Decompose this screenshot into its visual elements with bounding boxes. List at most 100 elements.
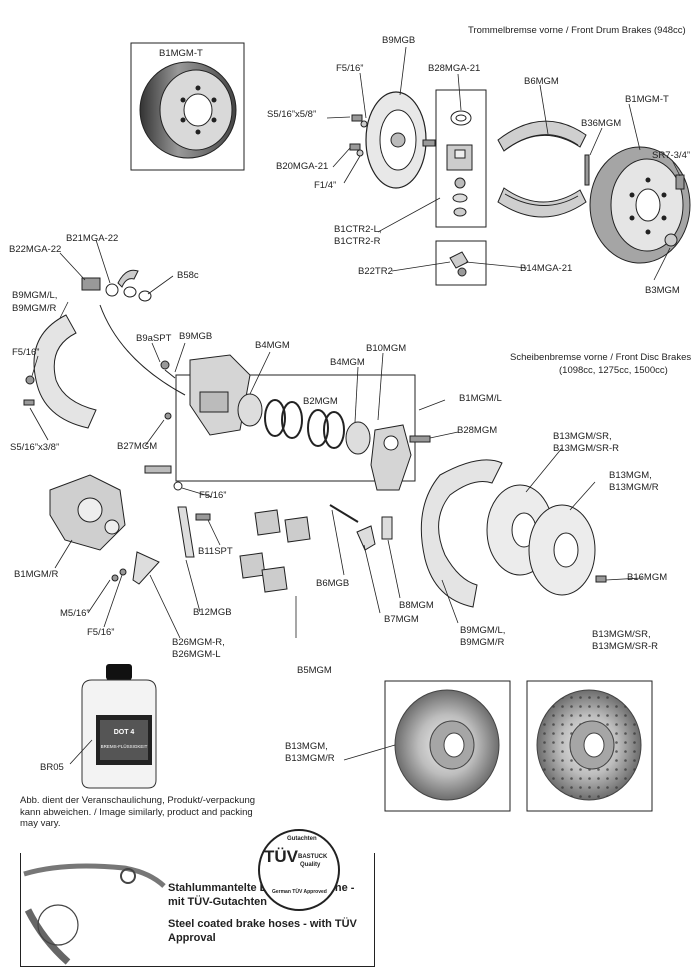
- part-label: B58c: [177, 270, 199, 281]
- tuv-arc-bottom: German TÜV Approved: [272, 889, 327, 895]
- part-label: B10MGM: [366, 343, 407, 354]
- drilled-disc-frame: [526, 680, 653, 812]
- dust-shield-icon: [23, 314, 97, 429]
- piston-seal-icon: [237, 393, 371, 455]
- splash-plate-icon: [111, 506, 211, 585]
- part-label: B8MGM: [399, 600, 434, 611]
- brake-fluid-bottle-icon: DOT 4 BREMS-FLÜSSIGKEIT: [81, 664, 157, 789]
- part-label: B28MGA-21: [428, 63, 481, 74]
- part-label: B14MGA-21: [520, 263, 573, 274]
- brake-hose-fitting-icon: [81, 269, 152, 302]
- part-label: B9MGM/L,: [460, 625, 506, 636]
- part-label: B20MGA-21: [276, 161, 329, 172]
- brake-shoe-icon: [497, 120, 587, 218]
- part-label: B22MGA-22: [9, 244, 62, 255]
- b1mgmt-frame: [130, 42, 245, 171]
- part-label: B12MGB: [193, 607, 232, 618]
- part-label: B9aSPT: [136, 333, 172, 344]
- part-label: B2MGM: [303, 396, 338, 407]
- brake-drum-icon-right: [589, 146, 691, 264]
- bracket-line: [99, 304, 186, 396]
- part-label: B13MGM/SR-R: [553, 443, 619, 454]
- part-label: B4MGM: [255, 340, 290, 351]
- part-label: S5/16”x3/8”: [10, 442, 60, 453]
- b22tr2-clip-icon: [449, 251, 469, 277]
- part-label: B1MGM/R: [14, 569, 59, 580]
- part-label: B3MGM: [645, 285, 680, 296]
- backing-plate-icon: [365, 91, 427, 189]
- hose-title-en-2: Approval: [168, 932, 216, 944]
- disc-brake-header: Scheibenbremse vorne / Front Disc Brakes: [510, 352, 692, 363]
- part-label: B13MGM/SR,: [592, 629, 651, 640]
- part-label: F5/16”: [87, 627, 115, 638]
- disc-brake-subheader: (1098cc, 1275cc, 1500cc): [559, 365, 668, 376]
- part-label: S5/16”x5/8”: [267, 109, 317, 120]
- plain-disc-icon: [394, 689, 500, 801]
- tuv-seal-icon: Gutachten TÜV BASTUCK Quality German TÜV…: [258, 829, 340, 911]
- part-label: B7MGM: [384, 614, 419, 625]
- drum-brake-header: Trommelbremse vorne / Front Drum Brakes …: [468, 25, 686, 36]
- part-label: B9MGB: [179, 331, 213, 342]
- part-label: B13MGM,: [285, 741, 328, 752]
- brake-caliper-icon: [160, 354, 251, 436]
- brake-hose-panel: [20, 853, 375, 967]
- drilled-disc-icon: [536, 689, 642, 801]
- cylinder-kit-frame: [435, 89, 487, 228]
- part-label: B4MGM: [330, 357, 365, 368]
- part-label: B36MGM: [581, 118, 622, 129]
- part-label: B13MGM/SR,: [553, 431, 612, 442]
- bottle-brand-label: BREMS-FLÜSSIGKEIT: [101, 743, 148, 749]
- bottle-dot-label: DOT 4: [114, 729, 135, 736]
- disc-shield-icon: [420, 459, 503, 608]
- part-label: B9MGM/R: [12, 303, 57, 314]
- part-label: B9MGM/L,: [12, 290, 58, 301]
- wheel-stud-icon: [584, 154, 685, 247]
- part-label: B9MGM/R: [460, 637, 505, 648]
- part-label: B6MGM: [524, 76, 559, 87]
- tuv-brand: BASTUCK: [298, 854, 328, 860]
- caliper-half-icon: [370, 424, 431, 491]
- bolt-icon-left: [144, 412, 183, 491]
- brake-disc-icon: [486, 484, 607, 596]
- part-label: B5MGM: [297, 665, 332, 676]
- brake-drum-icon: [139, 61, 237, 159]
- part-label: B6MGB: [316, 578, 350, 589]
- part-label: B9MGB: [382, 35, 416, 46]
- part-label: B1CTR2-L,: [334, 224, 382, 235]
- part-label: B22TR2: [358, 266, 393, 277]
- part-label: B16MGM: [627, 572, 668, 583]
- part-label: B1MGM/L: [459, 393, 502, 404]
- part-label: F1/4”: [314, 180, 337, 191]
- part-label: B1MGM-T: [625, 94, 669, 105]
- brake-caliper-icon-lower: [49, 474, 126, 551]
- part-label: F5/16”: [336, 63, 364, 74]
- b22tr2-frame: [435, 240, 487, 286]
- leader-lines: [29, 46, 681, 765]
- hose-title-en-1: Steel coated brake hoses - with TÜV: [168, 918, 357, 930]
- part-label: B13MGM/R: [609, 482, 659, 493]
- part-label: B13MGM/SR-R: [592, 641, 658, 652]
- part-label: B21MGA-22: [66, 233, 119, 244]
- tuv-quality: Quality: [300, 862, 321, 868]
- disclaimer-note: Abb. dient der Veranschaulichung, Produk…: [20, 795, 256, 829]
- part-label: B13MGM/R: [285, 753, 335, 764]
- part-label: B26MGM-L: [172, 649, 221, 660]
- part-label: B28MGM: [457, 425, 498, 436]
- part-label: BR05: [40, 762, 64, 773]
- hose-title-de-2: mit TÜV-Gutachten: [168, 896, 268, 908]
- tuv-word: TÜV: [264, 847, 298, 866]
- part-label: B1MGM-T: [159, 48, 203, 59]
- part-label: B11SPT: [198, 546, 233, 557]
- plain-disc-frame: [384, 680, 511, 812]
- bolt-icon: [349, 114, 436, 157]
- pad-pin-icon: [329, 504, 393, 551]
- part-label: F5/16”: [12, 347, 40, 358]
- brake-pad-icon: [239, 509, 311, 593]
- tuv-arc-top: Gutachten: [287, 836, 317, 842]
- part-label: M5/16”: [60, 608, 90, 619]
- wheel-cylinder-icon: [446, 110, 473, 217]
- part-label: B27MGM: [117, 441, 158, 452]
- caliper-kit-frame: [175, 374, 416, 482]
- part-label: B13MGM,: [609, 470, 652, 481]
